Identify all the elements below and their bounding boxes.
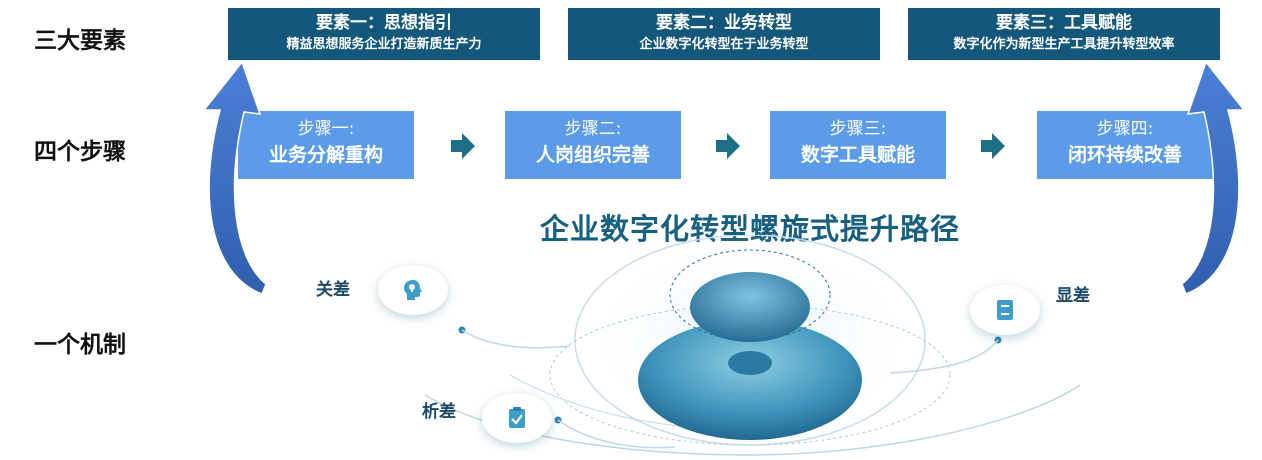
spiral-platform-graphic xyxy=(424,235,1081,456)
element-desc: 数字化作为新型生产工具提升转型效率 xyxy=(953,37,1175,52)
element-desc: 精益思想服务企业打造新质生产力 xyxy=(286,37,482,52)
element-title: 要素二：业务转型 xyxy=(656,13,792,33)
row-label-mechanism: 一个机制 xyxy=(34,332,126,358)
step-box-3: 步骤三: 数字工具赋能 xyxy=(770,111,946,179)
row-label-elements: 三大要素 xyxy=(34,28,126,54)
clipboard-check-icon xyxy=(509,407,525,428)
document-icon xyxy=(997,300,1013,320)
element-box-2: 要素二：业务转型 企业数字化转型在于业务转型 xyxy=(568,8,880,60)
step-number: 步骤四: xyxy=(1096,119,1154,139)
step-arrow-icon xyxy=(451,133,475,159)
element-desc: 企业数字化转型在于业务转型 xyxy=(639,37,809,52)
step-name: 人岗组织完善 xyxy=(535,144,650,166)
element-title: 要素三：工具赋能 xyxy=(996,13,1132,33)
row-label-steps: 四个步骤 xyxy=(34,139,126,165)
step-box-1: 步骤一: 业务分解重构 xyxy=(238,111,414,179)
step-name: 数字工具赋能 xyxy=(800,144,915,166)
mechanism-label-xicha: 析差 xyxy=(422,402,456,422)
connector-line-xiancha xyxy=(889,336,1002,374)
step-arrow-icon xyxy=(981,133,1005,159)
step-number: 步骤一: xyxy=(297,119,355,139)
step-number: 步骤二: xyxy=(564,119,622,139)
left-curved-arrow-icon xyxy=(202,60,267,295)
connector-line-guancha xyxy=(458,326,571,349)
xicha-icon-circle xyxy=(482,393,552,443)
head-idea-icon xyxy=(404,280,422,300)
step-name: 业务分解重构 xyxy=(268,144,383,166)
element-box-1: 要素一：思想指引 精益思想服务企业打造新质生产力 xyxy=(228,8,540,60)
xiancha-icon-circle xyxy=(970,285,1040,335)
step-box-4: 步骤四: 闭环持续改善 xyxy=(1037,111,1213,179)
mechanism-label-xiancha: 显差 xyxy=(1056,286,1090,306)
step-number: 步骤三: xyxy=(829,119,887,139)
step-name: 闭环持续改善 xyxy=(1067,144,1182,166)
step-arrow-icon xyxy=(716,133,740,159)
step-box-2: 步骤二: 人岗组织完善 xyxy=(505,111,681,179)
mechanism-label-guancha: 关差 xyxy=(316,280,350,300)
right-curved-arrow-icon xyxy=(1181,60,1246,295)
guancha-icon-circle xyxy=(378,265,448,315)
connector-line-xicha xyxy=(554,416,676,449)
element-title: 要素一：思想指引 xyxy=(316,13,452,33)
element-box-3: 要素三：工具赋能 数字化作为新型生产工具提升转型效率 xyxy=(908,8,1220,60)
